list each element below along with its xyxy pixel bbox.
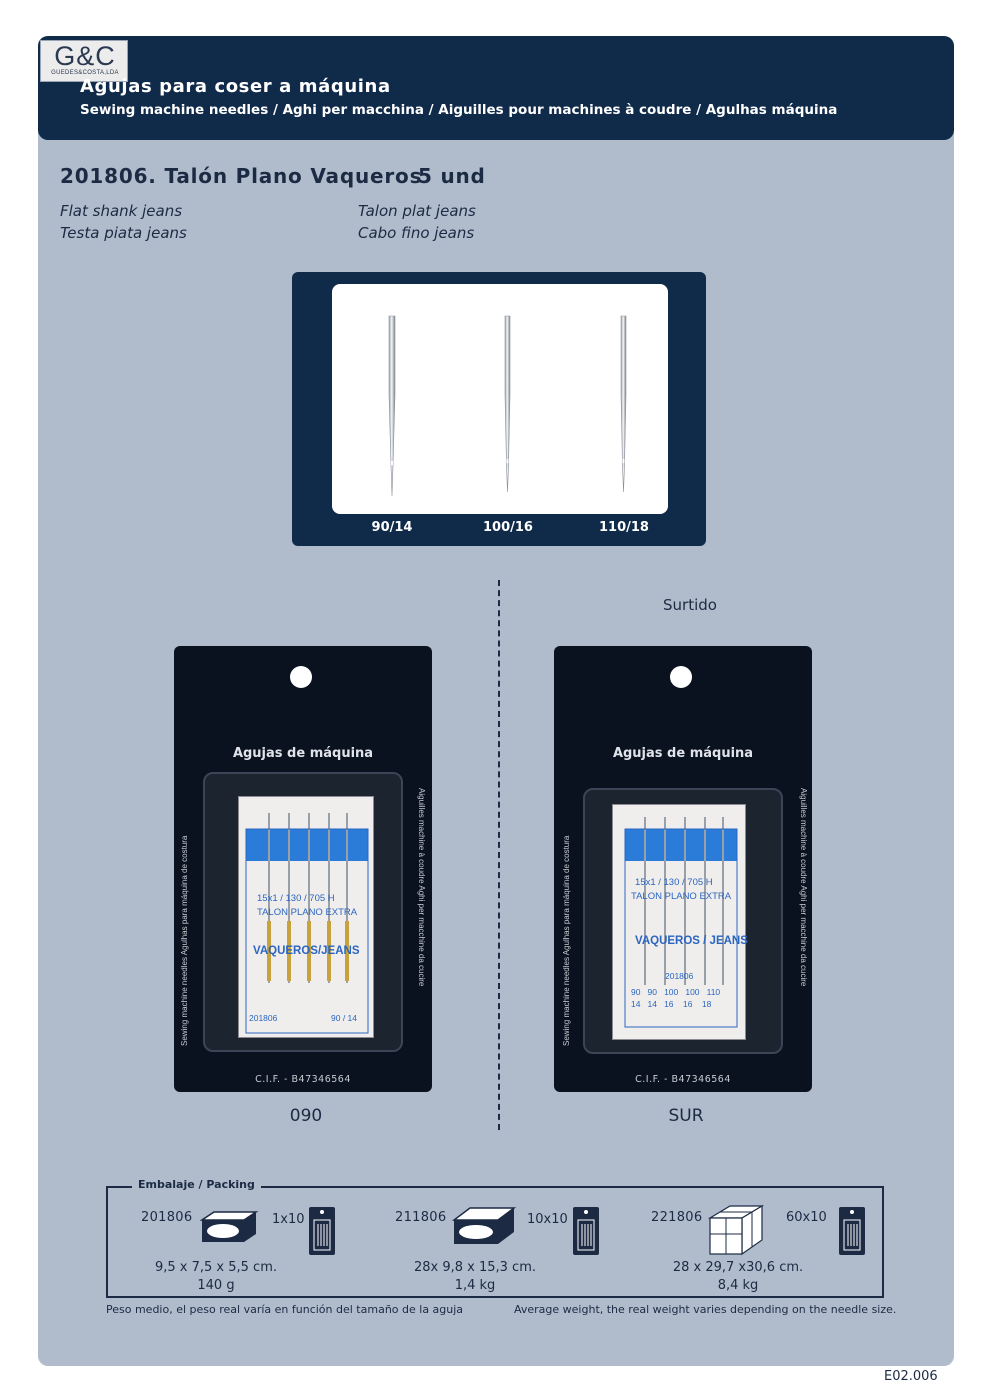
card-side-text-right: Aiguilles machine à coudre Aghi per macc… [799, 788, 808, 987]
small-box-icon [200, 1211, 259, 1242]
pack-code-3: 221806 [651, 1210, 703, 1225]
pack-qty-2: 10x10 [527, 1212, 568, 1227]
card-title: Agujas de máquina [612, 746, 754, 761]
blister-card-sur: Agujas de máquina 15x1 / 130 / 705 H TAL… [554, 646, 812, 1092]
needle-size-3: 110/18 [599, 520, 649, 535]
name-fr: Talon plat jeans [358, 202, 476, 220]
name-pt: Cabo fino jeans [358, 224, 475, 242]
pack-code-2: 211806 [395, 1210, 447, 1225]
product-title: 201806. Talón Plano Vaqueros [60, 164, 423, 188]
pack-dims-1: 9,5 x 7,5 x 5,5 cm. [154, 1260, 277, 1275]
blister-card-090: Agujas de máquina 15x1 / 130 / 705 H TAL… [174, 646, 432, 1092]
card-side-text-right: Aiguilles machine à coudre Aghi per macc… [417, 788, 426, 987]
card-pack-icon [309, 1207, 335, 1255]
card-side-text-left: Sewing machine needles Agulhas para máqu… [180, 835, 189, 1046]
insert-spec: 15x1 / 130 / 705 H [257, 893, 335, 904]
pack-weight-3: 8,4 kg [717, 1278, 759, 1293]
insert-blue-band [625, 829, 737, 861]
packing-box [106, 1186, 884, 1298]
hang-hole [670, 666, 692, 688]
name-en: Flat shank jeans [60, 202, 183, 220]
card-cif: C.I.F. - B47346564 [635, 1074, 731, 1085]
needle-icon-3 [620, 315, 627, 493]
pack-code-1: 201806 [141, 1210, 193, 1225]
logo-company: GUEDES&COSTA,LDA [51, 70, 119, 76]
insert-size: 90 / 14 [331, 1013, 357, 1023]
insert-ref: 201806 [249, 1013, 278, 1023]
insert-sizes-bottom: 14 14 16 16 18 [631, 999, 712, 1009]
hang-hole [290, 666, 312, 688]
card-cif: C.I.F. - B47346564 [255, 1074, 351, 1085]
header-banner [38, 36, 954, 140]
card-pack-icon [573, 1207, 599, 1255]
insert-type: TALON PLANO EXTRA [257, 907, 358, 918]
insert-name: VAQUEROS/JEANS [253, 945, 360, 957]
pack-dims-2: 28x 9,8 x 15,3 cm. [413, 1260, 537, 1275]
insert-name: VAQUEROS / JEANS [635, 935, 748, 947]
pack-weight-2: 1,4 kg [454, 1278, 496, 1293]
card-pack-icon [839, 1207, 865, 1255]
variant-code-sur: SUR [668, 1106, 704, 1126]
needle-icon-2 [504, 315, 511, 493]
insert-needles-icon [245, 813, 369, 1034]
weight-note-en: Average weight, the real weight varies d… [514, 1303, 897, 1316]
needle-size-2: 100/16 [483, 520, 533, 535]
pack-weight-1: 140 g [197, 1278, 235, 1293]
insert-needles-icon [624, 817, 738, 1028]
brand-logo: G&C GUEDES&COSTA,LDA [40, 40, 128, 82]
needle-photo-area [332, 284, 668, 514]
needle-insert: 15x1 / 130 / 705 H TALON PLANO EXTRA VAQ… [238, 796, 374, 1038]
needle-insert: 15x1 / 130 / 705 H TALON PLANO EXTRA VAQ… [612, 804, 748, 1040]
page-reference: E02.006 [884, 1369, 938, 1384]
packing-title: Embalaje / Packing [132, 1178, 261, 1191]
needle-size-1: 90/14 [371, 520, 413, 535]
insert-spec: 15x1 / 130 / 705 H [635, 877, 713, 888]
assorted-label: Surtido [663, 596, 717, 614]
medium-box-icon [452, 1207, 517, 1244]
needles-illustration [388, 315, 627, 497]
card-side-text-left: Sewing machine needles Agulhas para máqu… [562, 835, 571, 1046]
needle-icon-1 [388, 315, 396, 497]
header-title: Agujas para coser a máquina [80, 76, 391, 97]
dashed-divider [498, 580, 500, 1130]
variant-code-090: 090 [289, 1106, 323, 1126]
large-carton-icon [707, 1204, 765, 1256]
name-it: Testa piata jeans [60, 224, 187, 242]
insert-ref: 201806 [665, 971, 694, 981]
pack-dims-3: 28 x 29,7 x30,6 cm. [672, 1260, 804, 1275]
product-quantity: 5 und [418, 164, 486, 188]
card-title: Agujas de máquina [232, 746, 374, 761]
logo-mark: G&C [54, 41, 116, 71]
insert-type: TALON PLANO EXTRA [631, 891, 732, 902]
header-subtitle: Sewing machine needles / Aghi per macchi… [80, 102, 838, 118]
weight-note-es: Peso medio, el peso real varía en funció… [106, 1303, 464, 1316]
insert-sizes-top: 90 90 100 100 110 [631, 987, 721, 997]
pack-qty-3: 60x10 [786, 1210, 827, 1225]
pack-qty-1: 1x10 [272, 1212, 305, 1227]
